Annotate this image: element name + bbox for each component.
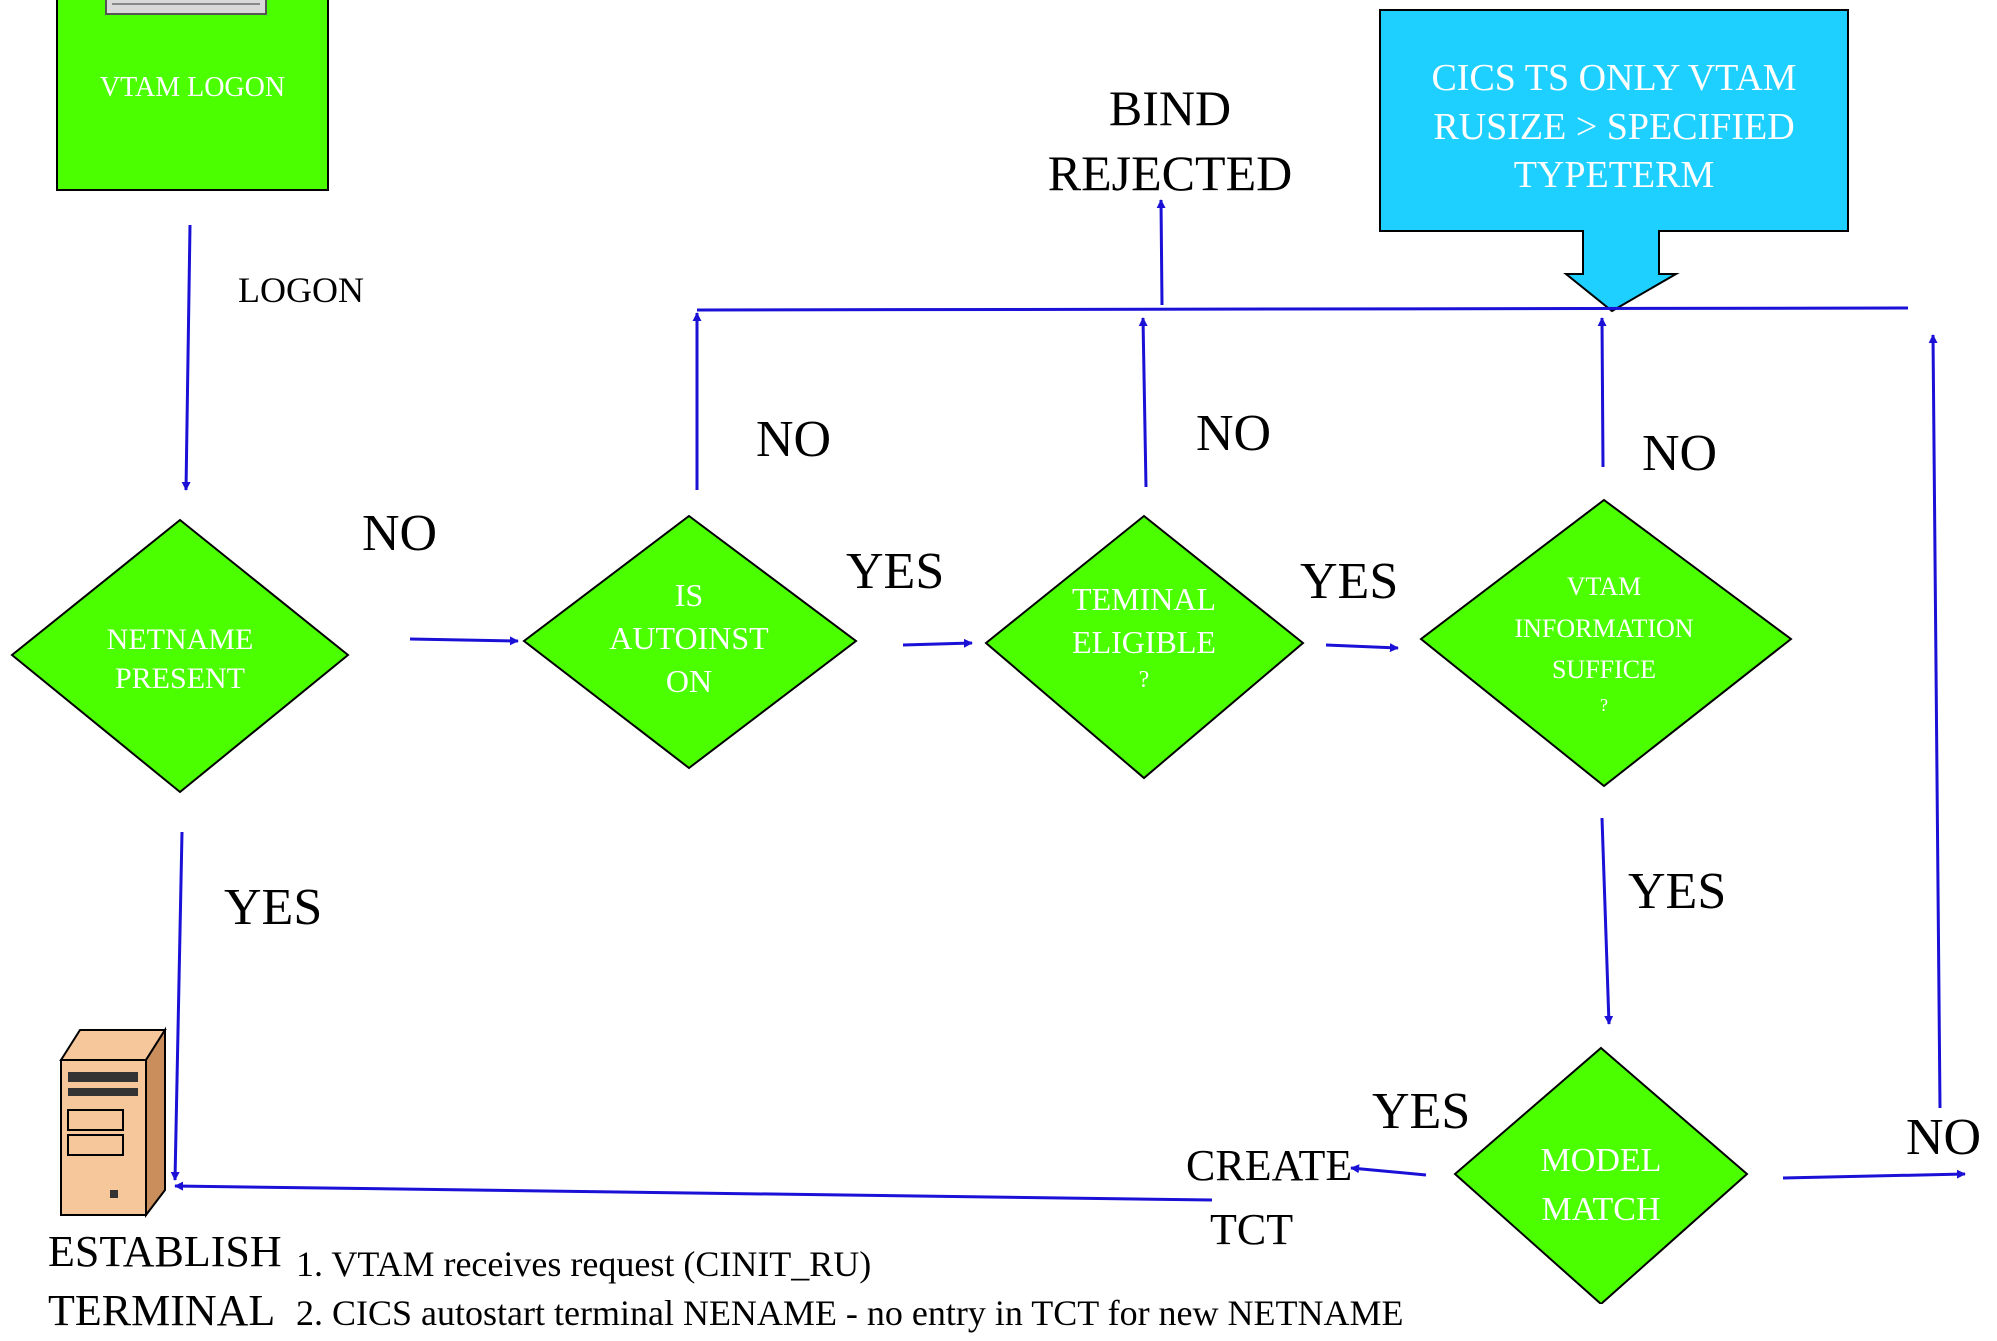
vtam-info-line: SUFFICE	[1551, 655, 1657, 685]
terminal-eligible-line: ?	[1138, 667, 1150, 694]
logon-arrow	[181, 224, 192, 491]
eligible-no-arrow	[1138, 317, 1148, 488]
model-no-return-arrow	[1928, 334, 1942, 1109]
model-match-line: MATCH	[1541, 1191, 1661, 1229]
autoinst-line: IS	[674, 577, 704, 613]
model-match-diamond	[1453, 1046, 1749, 1304]
cics-ts-note-line: TYPETERM	[1513, 154, 1715, 197]
note-item: 2. CICS autostart terminal NENAME - no e…	[296, 1293, 1404, 1333]
terminal-eligible-line: ELIGIBLE	[1072, 624, 1216, 661]
eligible-yes-label: YES	[1300, 553, 1399, 610]
create-tct-line: TCT	[1210, 1204, 1294, 1254]
autoinst-diamond	[522, 514, 858, 770]
autoinst-line: AUTOINST	[609, 620, 769, 657]
bind-rejected-line: BIND	[1108, 80, 1232, 136]
model-match-line: MODEL	[1540, 1142, 1662, 1179]
vtam-info-diamond	[1419, 498, 1793, 788]
netname-present-line: PRESENT	[114, 662, 246, 695]
autoinst-yes-arrow	[902, 638, 973, 648]
note-item: 1. VTAM receives request (CINIT_RU)	[296, 1244, 872, 1284]
model-match-label: MODEL MATCH	[1501, 1136, 1701, 1235]
suffice-no-arrow	[1597, 317, 1607, 468]
bind-rejected-line: REJECTED	[1047, 145, 1293, 201]
vtam-logon-label: VTAM LOGON	[99, 72, 286, 103]
netname-no-label: NO	[362, 505, 438, 562]
eligible-yes-arrow	[1325, 643, 1399, 653]
autoinst-label: IS AUTOINST ON	[589, 574, 789, 704]
netname-no-arrow	[409, 636, 519, 646]
netname-present-diamond	[10, 518, 350, 794]
bind-rejected-label: BIND REJECTED	[1030, 76, 1310, 206]
suffice-yes-label: YES	[1628, 863, 1727, 920]
establish-terminal-label: ESTABLISH TERMINAL	[48, 1222, 282, 1341]
vtam-info-line: ?	[1600, 694, 1608, 715]
suffice-yes-arrow	[1600, 817, 1614, 1025]
connectors	[170, 199, 1966, 1202]
create-tct-label: CREATE TCT	[1186, 1134, 1352, 1262]
cics-ts-note-line: RUSIZE > SPECIFIED	[1433, 105, 1795, 148]
model-yes-label: YES	[1372, 1083, 1471, 1140]
suffice-no-label: NO	[1642, 425, 1718, 482]
cics-ts-note-line: CICS TS ONLY VTAM	[1431, 57, 1797, 99]
terminal-eligible-label: TEMINAL ELIGIBLE ?	[1044, 578, 1244, 697]
cics-ts-note-label: CICS TS ONLY VTAM RUSIZE > SPECIFIED TYP…	[1380, 54, 1848, 200]
establish-terminal-line: ESTABLISH	[48, 1227, 282, 1276]
netname-present-line: NETNAME	[106, 623, 254, 656]
reject-bus-line	[696, 306, 1909, 312]
vtam-logon-box	[56, 0, 329, 191]
model-yes-arrow	[1350, 1164, 1427, 1177]
autoinst-no-label: NO	[756, 411, 832, 468]
establish-terminal-line: TERMINAL	[48, 1286, 276, 1336]
logon-edge-label: LOGON	[238, 270, 364, 310]
terminal-eligible-line: TEMINAL	[1072, 581, 1216, 617]
flowchart-canvas	[10, 0, 1966, 1304]
model-no-arrow	[1782, 1169, 1966, 1180]
vtam-info-line: VTAM	[1566, 572, 1642, 601]
create-tct-arrow	[174, 1181, 1213, 1202]
netname-present-label: NETNAME PRESENT	[80, 620, 280, 698]
autoinst-line: ON	[665, 663, 713, 700]
netname-yes-arrow	[170, 831, 184, 1181]
terminal-eligible-diamond	[984, 514, 1305, 780]
create-tct-line: CREATE	[1186, 1141, 1353, 1190]
keyboard-icon	[105, 0, 267, 15]
cics-ts-note-callout	[1379, 9, 1849, 313]
bind-rejected-arrow	[1156, 199, 1166, 306]
vtam-info-line: INFORMATION	[1514, 613, 1694, 643]
autoinst-yes-label: YES	[846, 543, 945, 600]
eligible-no-label: NO	[1196, 405, 1272, 462]
server-icon	[59, 1026, 167, 1218]
netname-yes-label: YES	[224, 879, 323, 936]
model-no-label: NO	[1906, 1109, 1982, 1166]
vtam-info-label: VTAM INFORMATION SUFFICE ?	[1484, 566, 1724, 720]
